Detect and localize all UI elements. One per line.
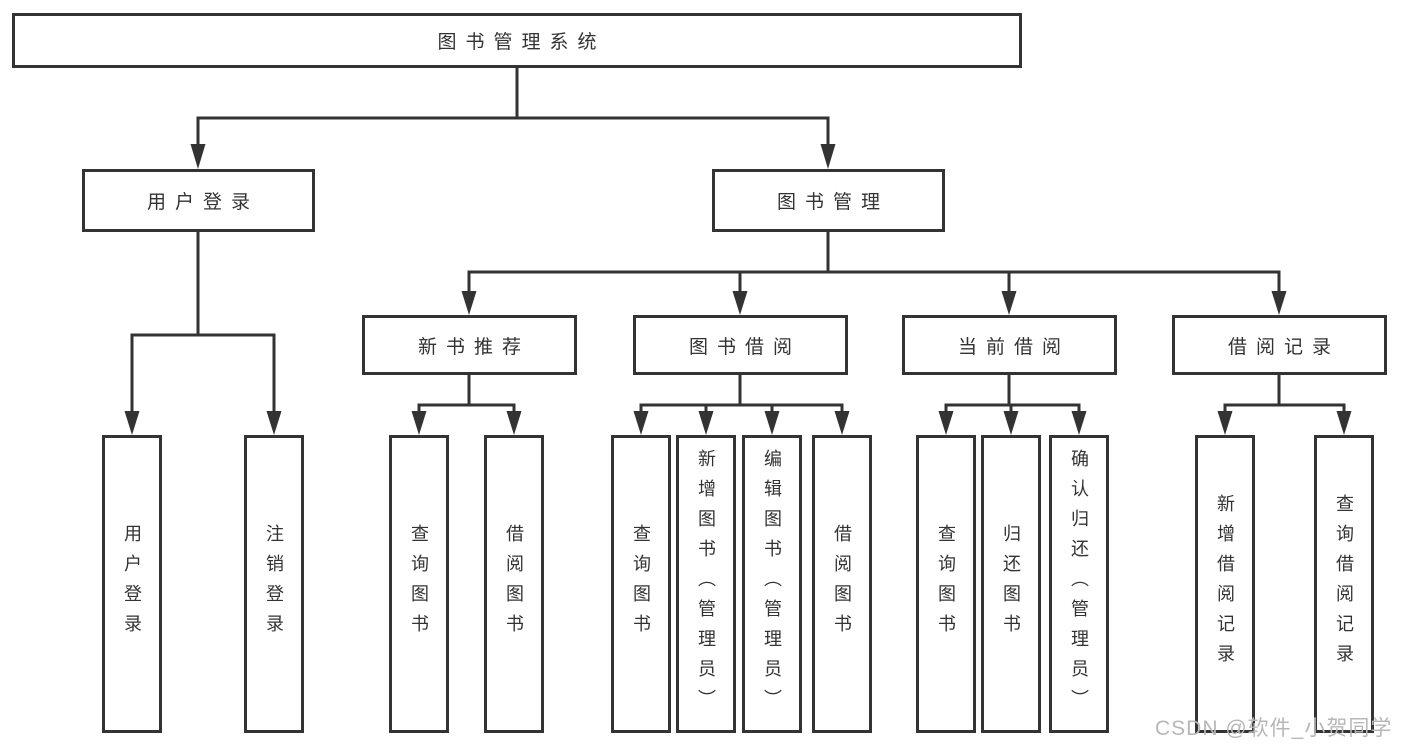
node-borrowing-records: 借阅记录 [1172, 315, 1387, 375]
node-book-borrowing: 图书借阅 [633, 315, 848, 375]
leaf-return-books: 归还图书 [981, 435, 1041, 733]
leaf-current-query-books: 查询图书 [916, 435, 976, 733]
leaf-logout: 注销登录 [244, 435, 304, 733]
leaf-edit-books-admin: 编辑图书（管理员） [742, 435, 802, 733]
node-library-management-system: 图书管理系统 [12, 13, 1022, 68]
node-book-management: 图书管理 [712, 169, 945, 232]
node-user-login: 用户登录 [82, 169, 315, 232]
node-new-book-recommend: 新书推荐 [362, 315, 577, 375]
leaf-add-books-admin: 新增图书（管理员） [676, 435, 736, 733]
node-current-borrowing: 当前借阅 [902, 315, 1117, 375]
leaf-confirm-return-admin: 确认归还（管理员） [1049, 435, 1109, 733]
leaf-borrowing-borrow-books: 借阅图书 [812, 435, 872, 733]
leaf-recommend-borrow-books: 借阅图书 [484, 435, 544, 733]
csdn-watermark: CSDN @软件_小贺同学 [1155, 717, 1393, 740]
leaf-user-login: 用户登录 [102, 435, 162, 733]
leaf-recommend-query-books: 查询图书 [389, 435, 449, 733]
leaf-query-borrow-record: 查询借阅记录 [1314, 435, 1374, 733]
leaf-add-borrow-record: 新增借阅记录 [1195, 435, 1255, 733]
leaf-borrowing-query-books: 查询图书 [611, 435, 671, 733]
